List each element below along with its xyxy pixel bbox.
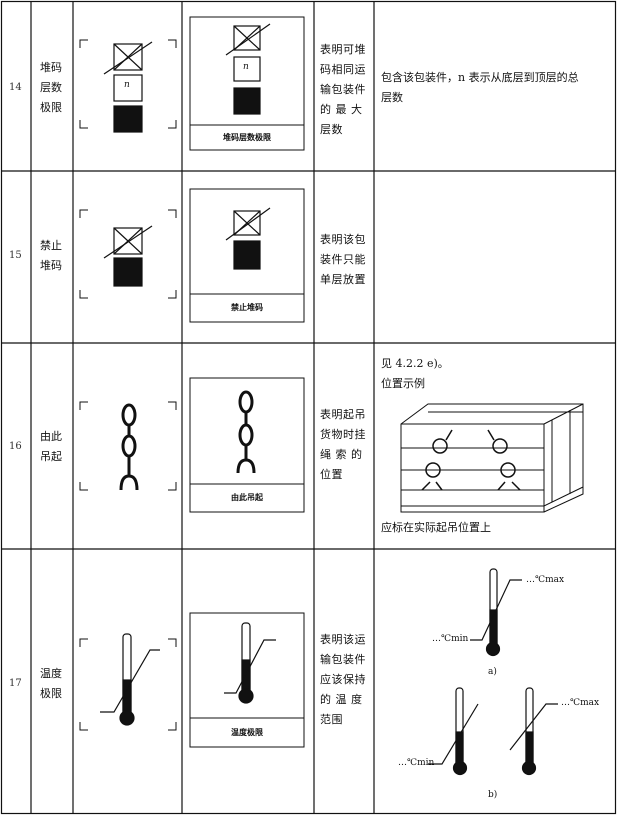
chain-symbol-icon	[119, 403, 139, 491]
corner-marks-row15	[79, 209, 177, 299]
description-line: 的 温 度	[320, 693, 363, 706]
description-line: 输包装件	[320, 83, 366, 96]
description-line: 码相同运	[320, 63, 366, 76]
temperature-label-frame	[189, 612, 305, 748]
description-line: 绳 索 的	[320, 448, 363, 461]
remark-line: 层数	[381, 91, 403, 104]
do-not-stack-label-frame	[189, 188, 305, 323]
label-caption: 由此吊起	[231, 493, 263, 502]
temp-min-label: …℃min	[398, 758, 435, 768]
name-line: 极限	[40, 101, 62, 114]
corner-marks-row14	[79, 39, 177, 129]
do-not-stack-label-icon	[225, 207, 271, 270]
name-line: 吊起	[40, 450, 62, 463]
name-line: 堆码	[40, 61, 62, 74]
sign-description: 表明起吊 货物时挂 绳 索 的 位置	[320, 405, 372, 485]
row-number: 17	[9, 678, 22, 689]
thermometer-symbol-icon	[100, 633, 160, 726]
corner-marks-row17	[79, 638, 177, 731]
crate-example-drawing	[400, 403, 584, 513]
description-line: 表明可堆	[320, 43, 366, 56]
stack-limit-symbol-icon	[103, 41, 153, 133]
row-number: 14	[9, 82, 22, 93]
description-line: 单层放置	[320, 273, 366, 286]
label-caption: 禁止堆码	[231, 303, 263, 312]
name-line: 层数	[40, 81, 62, 94]
remark-line: 见 4.2.2 e)。	[381, 357, 449, 370]
sign-description: 表明可堆 码相同运 输包装件 的 最 大 层数	[320, 40, 372, 140]
temp-max-label: …℃max	[561, 698, 600, 708]
sub-figure-label: b)	[488, 790, 498, 800]
symbol-n-mark: n	[124, 80, 130, 90]
thermometer-example-a-icon	[470, 568, 522, 657]
label-n-mark: n	[243, 62, 249, 72]
sub-figure-label: a)	[488, 667, 497, 677]
sign-remark: 包含该包装件，n 表示从底层到顶层的总 层数	[381, 68, 609, 108]
sling-label-frame	[189, 377, 305, 513]
thermometer-example-b-icons	[428, 687, 558, 776]
sign-name: 堆码 层数 极限	[40, 58, 70, 118]
label-caption: 堆码层数极限	[223, 133, 271, 142]
label-caption: 温度极限	[231, 728, 263, 737]
description-line: 表明该包	[320, 233, 366, 246]
description-line: 表明该运	[320, 633, 366, 646]
name-line: 堆码	[40, 259, 62, 272]
description-line: 货物时挂	[320, 428, 366, 441]
description-line: 输包装件	[320, 653, 366, 666]
sign-remark: 见 4.2.2 e)。 位置示例	[381, 354, 609, 394]
remark-line: 位置示例	[381, 377, 425, 390]
do-not-stack-symbol-icon	[103, 225, 153, 287]
sign-description: 表明该运 输包装件 应该保持 的 温 度 范围	[320, 630, 372, 730]
corner-marks-row16	[79, 401, 177, 491]
sign-name: 禁止 堆码	[40, 236, 70, 276]
stack-limit-label-icon	[225, 23, 271, 115]
sign-remark-footer: 应标在实际起吊位置上	[381, 521, 491, 534]
remark-line: 包含该包装件，n 表示从底层到顶层的总	[381, 71, 579, 84]
sign-name: 温度 极限	[40, 664, 70, 704]
description-line: 装件只能	[320, 253, 366, 266]
sign-description: 表明该包 装件只能 单层放置	[320, 230, 372, 290]
name-line: 由此	[40, 430, 62, 443]
description-line: 层数	[320, 123, 343, 136]
temperature-label-thermometer-icon	[224, 622, 276, 704]
description-line: 表明起吊	[320, 408, 366, 421]
name-line: 极限	[40, 687, 62, 700]
name-line: 禁止	[40, 239, 62, 252]
description-line: 位置	[320, 468, 343, 481]
description-line: 的 最 大	[320, 103, 363, 116]
sign-name: 由此 吊起	[40, 427, 70, 467]
name-line: 温度	[40, 667, 62, 680]
row-number: 16	[9, 441, 22, 452]
temp-max-label: …℃max	[526, 575, 565, 585]
description-line: 范围	[320, 713, 343, 726]
temp-min-label: …℃min	[432, 634, 469, 644]
description-line: 应该保持	[320, 673, 366, 686]
row-number: 15	[9, 250, 22, 261]
sling-label-chain-icon	[236, 390, 256, 474]
stack-limit-label-frame	[189, 16, 305, 151]
